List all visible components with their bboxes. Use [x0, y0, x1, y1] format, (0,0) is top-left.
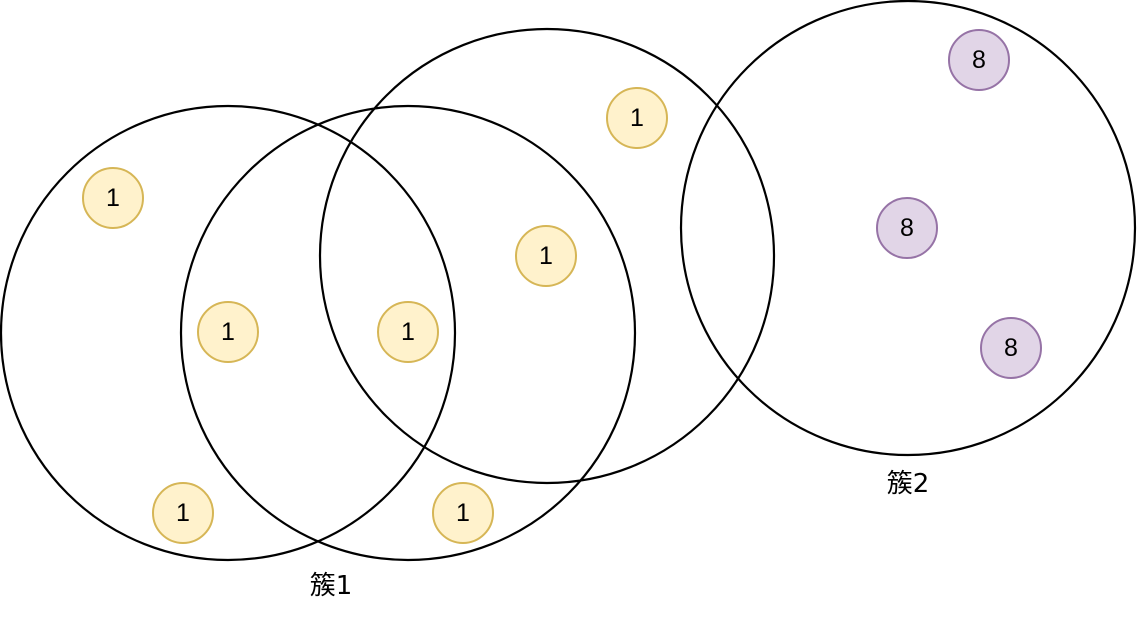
node-label: 8 — [972, 46, 986, 74]
node: 1 — [432, 482, 494, 544]
neighborhood-ring-1 — [0, 104, 457, 562]
node-circle — [377, 301, 439, 363]
node-label: 1 — [401, 318, 415, 346]
node-circle — [515, 225, 577, 287]
node-label: 1 — [176, 499, 190, 527]
node-circle — [82, 167, 144, 229]
neighborhood-ring-3 — [318, 27, 776, 485]
node-circle — [948, 29, 1010, 91]
node-circle — [876, 197, 938, 259]
node: 1 — [197, 301, 259, 363]
node-label: 1 — [539, 242, 553, 270]
node: 1 — [515, 225, 577, 287]
node-group: 1 1 1 1 1 1 1 8 — [82, 29, 1042, 544]
node-label: 1 — [630, 104, 644, 132]
node-circle — [980, 317, 1042, 379]
node: 8 — [876, 197, 938, 259]
neighborhood-ring-4 — [679, 0, 1137, 457]
node-circle — [197, 301, 259, 363]
node-circle — [606, 87, 668, 149]
cluster-label-1: 簇1 — [310, 571, 353, 601]
node-label: 8 — [1004, 334, 1018, 362]
node-circle — [152, 482, 214, 544]
neighborhood-rings — [0, 0, 1137, 562]
node-label: 8 — [900, 214, 914, 242]
node-circle — [432, 482, 494, 544]
neighborhood-ring-2 — [179, 104, 637, 562]
node: 1 — [82, 167, 144, 229]
node: 1 — [152, 482, 214, 544]
node: 1 — [377, 301, 439, 363]
node-label: 1 — [221, 318, 235, 346]
node: 8 — [980, 317, 1042, 379]
node: 1 — [606, 87, 668, 149]
node-label: 1 — [456, 499, 470, 527]
node-label: 1 — [106, 184, 120, 212]
cluster-labels: 簇1 簇2 — [310, 469, 930, 601]
node: 8 — [948, 29, 1010, 91]
cluster-label-2: 簇2 — [887, 469, 930, 499]
